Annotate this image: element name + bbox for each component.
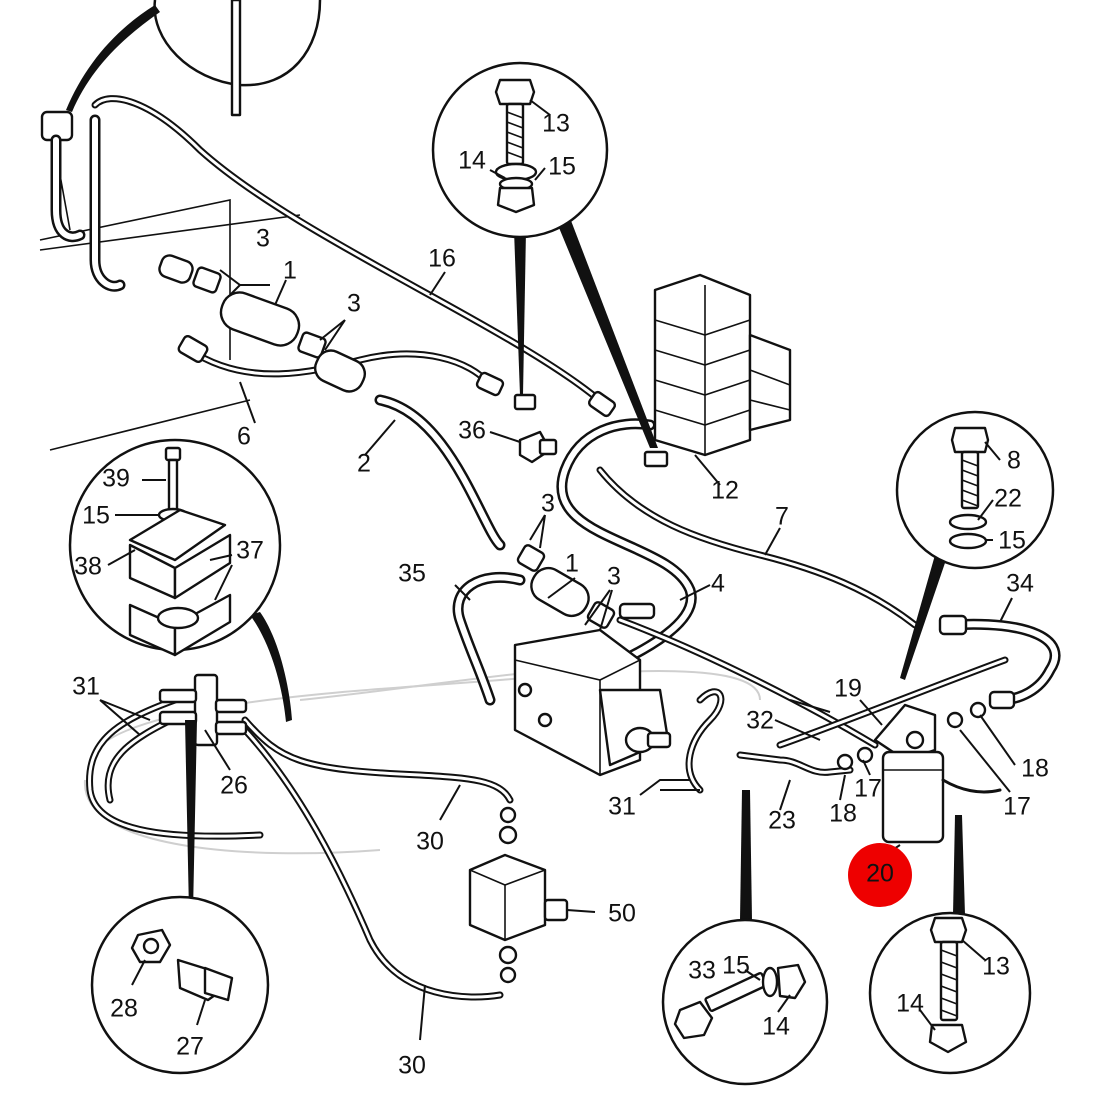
label-16: 16: [428, 245, 456, 273]
fitting-clip: [513, 393, 669, 468]
label-18: 18: [1021, 755, 1049, 783]
callout-bolt-bottom-right: [868, 815, 1032, 1075]
label-15: 15: [722, 952, 750, 980]
pipe-32: [616, 616, 879, 749]
label-14: 14: [458, 147, 486, 175]
label-37: 37: [236, 537, 264, 565]
label-1: 1: [565, 550, 579, 578]
label-4: 4: [711, 570, 725, 598]
label-33: 33: [688, 957, 716, 985]
label-26: 26: [220, 772, 248, 800]
label-30: 30: [398, 1052, 426, 1080]
label-22: 22: [994, 485, 1022, 513]
label-38: 38: [74, 553, 102, 581]
label-14: 14: [762, 1013, 790, 1041]
callout-bolt-top: [431, 61, 658, 448]
fitting-36: [518, 430, 558, 464]
label-17: 17: [1003, 793, 1031, 821]
label-3: 3: [256, 225, 270, 253]
label-8: 8: [1007, 447, 1021, 475]
highlight-marker: [848, 843, 912, 907]
callout-bolt-33: [661, 790, 829, 1086]
label-31: 31: [72, 673, 100, 701]
label-3: 3: [541, 490, 555, 518]
callout-bolt-right: [895, 410, 1055, 680]
hose-34: [938, 614, 1061, 710]
pipe-7: [596, 466, 919, 629]
callout-clamp: [68, 438, 292, 722]
label-34: 34: [1006, 570, 1034, 598]
label-27: 27: [176, 1033, 204, 1061]
hose-35: [452, 571, 526, 706]
hose-2: [374, 394, 506, 551]
label-2: 2: [357, 450, 371, 478]
label-15: 15: [998, 527, 1026, 555]
label-14: 14: [896, 990, 924, 1018]
valve-block: [653, 273, 792, 457]
hose-31-right: [685, 688, 725, 794]
tank-filler: [40, 110, 126, 292]
label-3: 3: [607, 563, 621, 591]
label-15: 15: [82, 502, 110, 530]
bulkhead-bracket-26: [158, 673, 248, 747]
coupling-1-center: [516, 544, 656, 629]
label-32: 32: [746, 707, 774, 735]
label-28: 28: [110, 995, 138, 1023]
label-15: 15: [548, 153, 576, 181]
label-36: 36: [458, 417, 486, 445]
part-labels: 3 1 3 16 6 2 36 12 7 3 1 3 4 35 34 19 32…: [72, 110, 1049, 1080]
label-31: 31: [608, 793, 636, 821]
label-39: 39: [102, 465, 130, 493]
hose-4: [556, 418, 697, 681]
hose-30-lower: [241, 726, 504, 1001]
label-50: 50: [608, 900, 636, 928]
label-19: 19: [834, 675, 862, 703]
callout-nut-bolt: [90, 720, 270, 1075]
label-35: 35: [398, 560, 426, 588]
label-30: 30: [416, 828, 444, 856]
label-7: 7: [775, 503, 789, 531]
label-18: 18: [829, 800, 857, 828]
hose-6: [177, 334, 505, 397]
coupling-1-top: [158, 254, 367, 393]
label-20: 20: [866, 860, 894, 888]
hose-30-upper: [241, 716, 514, 804]
pipe-16: [91, 95, 617, 418]
label-13: 13: [542, 110, 570, 138]
filter-20: [836, 701, 1002, 844]
label-12: 12: [711, 477, 739, 505]
hose-31-left: [86, 696, 264, 840]
hydraulic-pump: [513, 628, 672, 777]
label-23: 23: [768, 807, 796, 835]
label-1: 1: [283, 257, 297, 285]
label-6: 6: [237, 423, 251, 451]
label-3: 3: [347, 290, 361, 318]
label-13: 13: [982, 953, 1010, 981]
callout-top-left: [66, 0, 322, 117]
label-17: 17: [854, 775, 882, 803]
motor-50: [468, 806, 569, 984]
